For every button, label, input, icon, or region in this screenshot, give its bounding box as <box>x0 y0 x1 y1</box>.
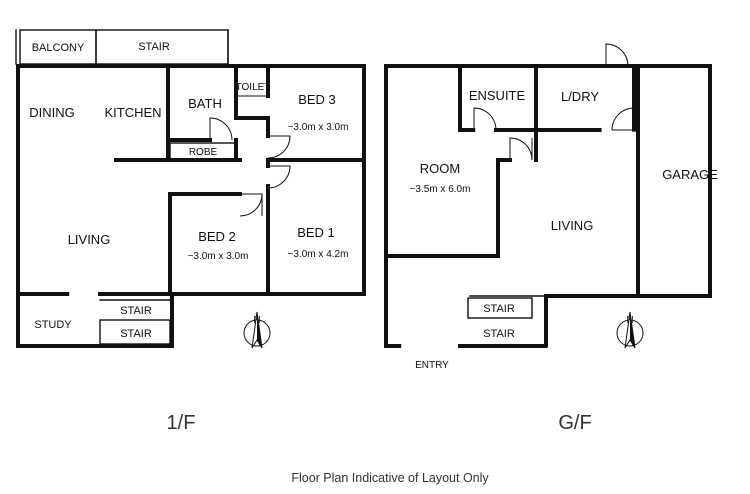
dining-label: DINING <box>29 105 75 120</box>
ground-floor-doors <box>473 43 635 161</box>
bed2-label: BED 2 <box>198 229 236 244</box>
ground-floor-interior-walls <box>384 64 640 319</box>
balcony-label: BALCONY <box>32 42 85 54</box>
first-floor-plan: BALCONY STAIR DINING KITCHEN BATH TOILET… <box>15 29 366 434</box>
first-floor-title: 1/F <box>167 412 196 434</box>
plan-caption: Floor Plan Indicative of Layout Only <box>291 471 489 485</box>
compass-icon-1f: N <box>243 311 271 349</box>
robe-label: ROBE <box>189 147 218 158</box>
living-label-1f: LIVING <box>68 232 111 247</box>
bed1-label: BED 1 <box>297 225 335 240</box>
bed3-size-label: ~3.0m x 3.0m <box>288 122 349 133</box>
garage-label: GARAGE <box>662 167 718 182</box>
living-label-gf: LIVING <box>551 218 594 233</box>
ground-floor-outer-walls <box>384 64 712 348</box>
room-size-label: ~3.5m x 6.0m <box>410 184 471 195</box>
entry-label: ENTRY <box>415 360 449 371</box>
first-floor-doors <box>209 95 291 217</box>
stair-b-label-gf: STAIR <box>483 328 515 340</box>
first-floor-outer-walls <box>16 64 366 348</box>
bed3-label: BED 3 <box>298 92 336 107</box>
kitchen-label: KITCHEN <box>104 105 161 120</box>
bed1-size-label: ~3.0m x 4.2m <box>288 249 349 260</box>
compass-icon-gf: N <box>616 311 644 349</box>
stair-a-label-gf: STAIR <box>483 303 515 315</box>
bed2-size-label: ~3.0m x 3.0m <box>188 251 249 262</box>
stair-a-label-1f: STAIR <box>120 305 152 317</box>
compass-north-label-1f: N <box>253 315 260 326</box>
toilet-label: TOILET <box>236 82 271 93</box>
ensuite-label: ENSUITE <box>469 88 526 103</box>
first-floor-interior-walls <box>99 64 366 345</box>
room-label: ROOM <box>420 161 460 176</box>
stair-top-label: STAIR <box>138 41 170 53</box>
ground-floor-title: G/F <box>558 412 591 434</box>
bath-label: BATH <box>188 96 222 111</box>
stair-b-label-1f: STAIR <box>120 328 152 340</box>
ground-floor-plan: ENSUITE L/DRY ROOM ~3.5m x 6.0m GARAGE L… <box>384 43 718 434</box>
study-label: STUDY <box>34 319 72 331</box>
compass-north-label-gf: N <box>626 315 633 326</box>
laundry-label: L/DRY <box>561 89 599 104</box>
